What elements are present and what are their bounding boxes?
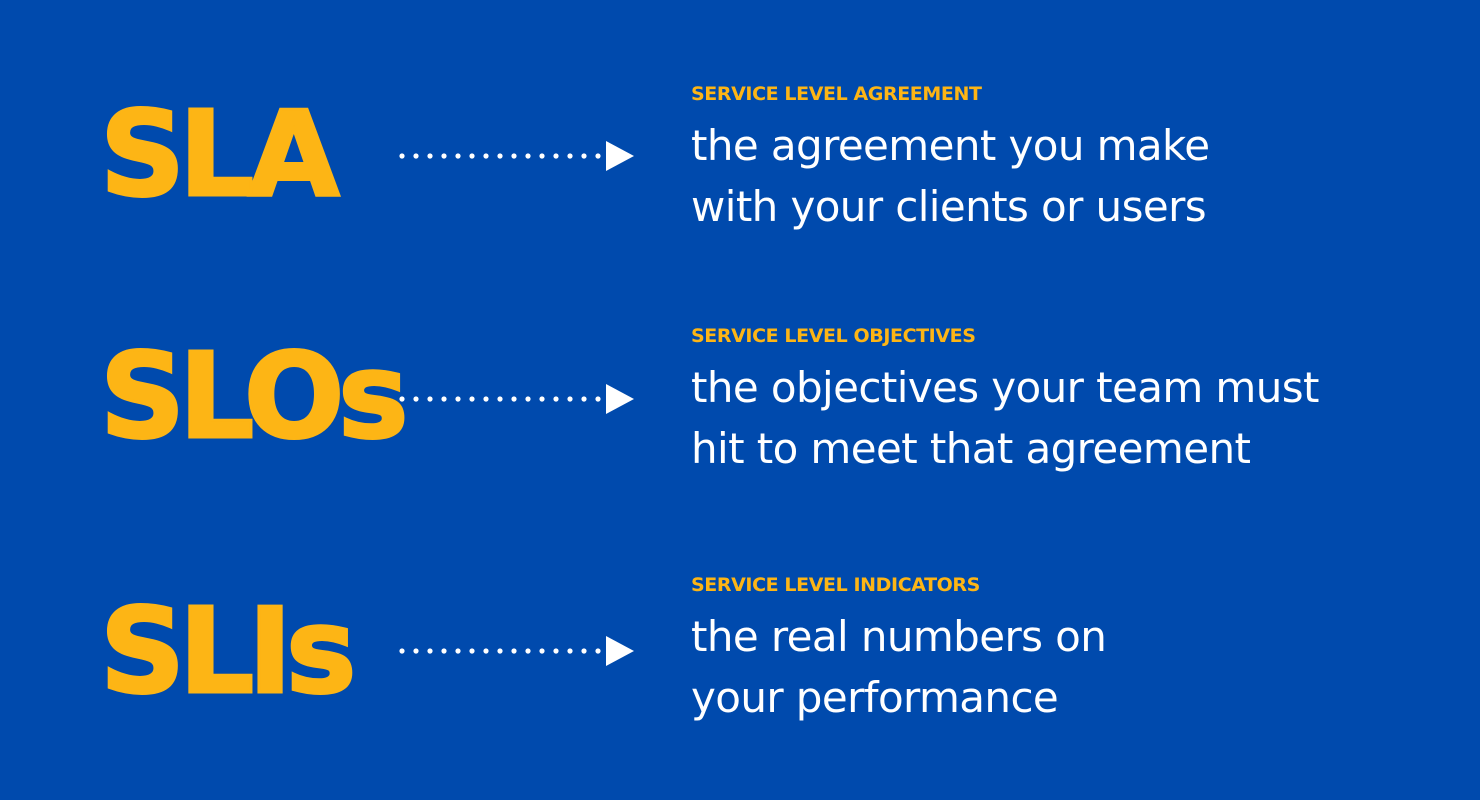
acronym-slos: SLOs xyxy=(99,327,411,465)
acronym-slis: SLIs xyxy=(98,582,357,720)
description-line: the real numbers on xyxy=(691,612,1107,661)
description-line: hit to meet that agreement xyxy=(691,424,1251,473)
description-line: the agreement you make xyxy=(691,121,1210,170)
label-service-level-objectives: SERVICE LEVEL OBJECTIVES xyxy=(691,325,976,347)
description-line: your performance xyxy=(691,673,1059,722)
description-slis: the real numbers on your performance xyxy=(691,606,1107,728)
description-sla: the agreement you make with your clients… xyxy=(691,115,1210,237)
row-slos: SLOs SERVICE LEVEL OBJECTIVES the object… xyxy=(0,327,1480,507)
label-service-level-indicators: SERVICE LEVEL INDICATORS xyxy=(691,574,980,596)
acronym-sla: SLA xyxy=(99,85,341,223)
label-service-level-agreement: SERVICE LEVEL AGREEMENT xyxy=(691,83,982,105)
description-slos: the objectives your team must hit to mee… xyxy=(691,357,1319,479)
row-sla: SLA SERVICE LEVEL AGREEMENT the agreemen… xyxy=(0,85,1480,265)
description-line: with your clients or users xyxy=(691,182,1207,231)
dotted-arrow-icon xyxy=(399,141,634,171)
dotted-arrow-icon xyxy=(399,636,634,666)
description-line: the objectives your team must xyxy=(691,363,1319,412)
row-slis: SLIs SERVICE LEVEL INDICATORS the real n… xyxy=(0,576,1480,756)
dotted-arrow-icon xyxy=(399,384,634,414)
